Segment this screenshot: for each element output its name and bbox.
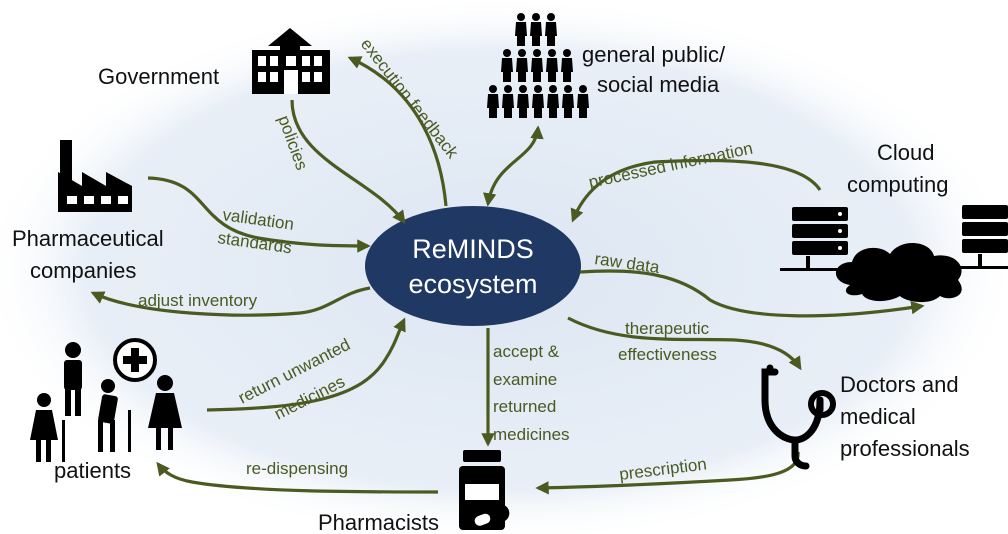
label-accept-4: medicines bbox=[493, 425, 570, 444]
person-icon bbox=[577, 85, 589, 118]
node-public-label-line2: social media bbox=[597, 72, 720, 97]
arrow-public bbox=[483, 125, 544, 207]
person-icon bbox=[516, 49, 528, 82]
node-patients-label: patients bbox=[54, 458, 131, 483]
node-labels: Government general public/ social media … bbox=[12, 42, 970, 534]
person-icon bbox=[547, 85, 559, 118]
node-pharma-label-line1: Pharmaceutical bbox=[12, 226, 164, 251]
person-icon bbox=[515, 13, 527, 46]
node-doctors-label-line3: professionals bbox=[840, 436, 970, 461]
arrow-therapeutic bbox=[567, 316, 802, 371]
label-accept-1: accept & bbox=[493, 342, 560, 361]
arrow-execution-feedback bbox=[347, 56, 448, 207]
server-right-icon bbox=[960, 205, 1008, 269]
factory-icon bbox=[58, 140, 132, 212]
government-building-icon bbox=[252, 28, 330, 94]
node-public-label-line1: general public/ bbox=[582, 42, 726, 67]
arrow-adjust-inventory bbox=[90, 286, 371, 317]
node-pharma-label-line2: companies bbox=[30, 258, 136, 283]
arrow-raw-data bbox=[579, 269, 925, 318]
server-left-icon bbox=[780, 207, 848, 271]
arrow-validation bbox=[147, 176, 371, 253]
node-pharmacists-label: Pharmacists bbox=[318, 510, 439, 534]
hub-label-line1: ReMINDS bbox=[412, 234, 534, 264]
arrow-processed-information bbox=[570, 158, 822, 223]
cloud-shape bbox=[835, 242, 962, 303]
person-icon bbox=[487, 85, 499, 118]
node-cloud-label-line1: Cloud bbox=[877, 140, 934, 165]
medicine-bottle-icon bbox=[459, 450, 510, 530]
person-icon bbox=[562, 85, 574, 118]
person-icon bbox=[546, 49, 558, 82]
stethoscope-icon bbox=[761, 364, 836, 470]
person-icon bbox=[502, 85, 514, 118]
person-icon bbox=[517, 85, 529, 118]
person-icon bbox=[531, 49, 543, 82]
label-adjust-inventory: adjust inventory bbox=[138, 291, 258, 310]
person-icon bbox=[561, 49, 573, 82]
hub: ReMINDS ecosystem bbox=[365, 206, 581, 326]
label-re-dispensing: re-dispensing bbox=[246, 459, 348, 478]
node-doctors-label-line2: medical bbox=[840, 404, 916, 429]
label-accept-3: returned bbox=[493, 397, 556, 416]
crowd-icon bbox=[487, 13, 589, 118]
label-therapeutic: therapeutic bbox=[625, 319, 710, 338]
person-icon bbox=[530, 13, 542, 46]
person-icon bbox=[545, 13, 557, 46]
label-effectiveness: effectiveness bbox=[618, 345, 717, 364]
arrow-re-dispensing bbox=[156, 461, 439, 494]
person-icon bbox=[501, 49, 513, 82]
node-government-label: Government bbox=[98, 64, 219, 89]
node-doctors-label-line1: Doctors and bbox=[840, 372, 959, 397]
arrow-prescription bbox=[535, 451, 800, 495]
patients-icon bbox=[30, 338, 182, 462]
node-cloud-label-line2: computing bbox=[847, 172, 949, 197]
arrow-return-unwanted bbox=[206, 317, 406, 412]
hub-ellipse bbox=[365, 206, 581, 326]
hub-label-line2: ecosystem bbox=[408, 269, 537, 299]
label-accept-2: examine bbox=[493, 370, 557, 389]
cloud-server-icon bbox=[780, 205, 1008, 303]
arrows bbox=[90, 56, 925, 495]
person-icon bbox=[532, 85, 544, 118]
arrow-policies bbox=[290, 99, 406, 225]
